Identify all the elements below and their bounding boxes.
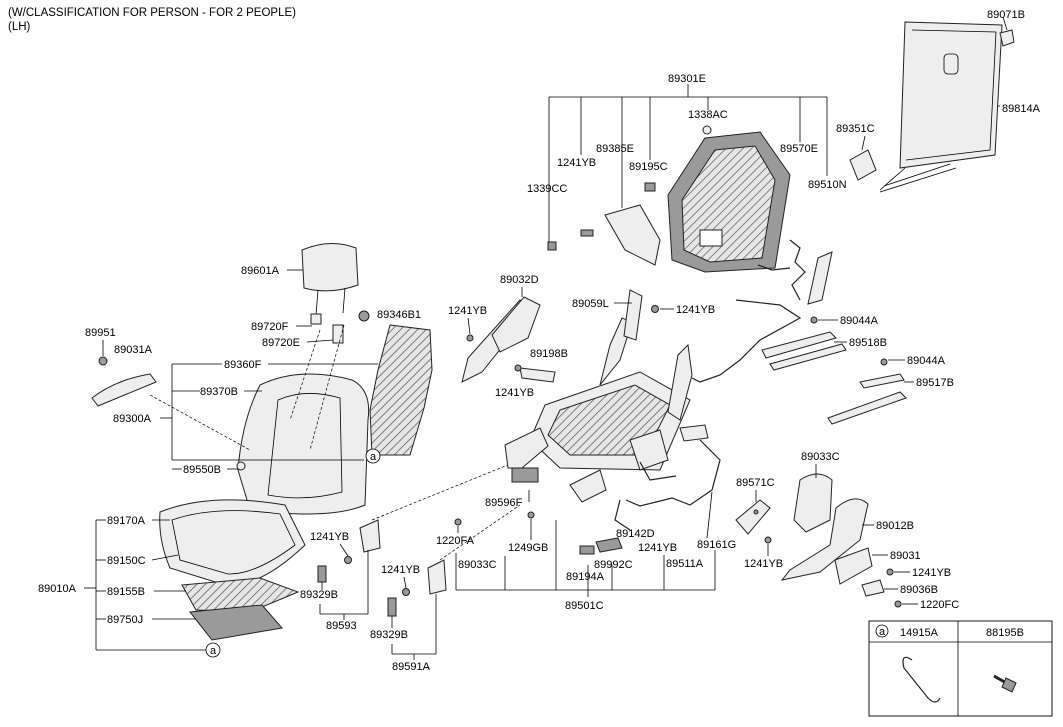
label-89370B: 89370B: [200, 386, 238, 398]
seatback-frame: [547, 125, 833, 305]
label-89195C: 89195C: [629, 161, 668, 173]
seatback-cover-panel: [849, 16, 1015, 193]
label-89351C: 89351C: [836, 123, 875, 135]
label-1241YB-a: 1241YB: [557, 157, 596, 169]
label-1241YB-b: 1241YB: [448, 305, 487, 317]
label-89510N: 89510N: [808, 179, 847, 191]
label-1241YB-f: 1241YB: [638, 542, 677, 554]
header-title: (W/CLASSIFICATION FOR PERSON - FOR 2 PEO…: [8, 7, 296, 19]
label-89517B: 89517B: [916, 377, 954, 389]
header-subtitle: (LH): [8, 21, 31, 33]
label-89059L: 89059L: [572, 298, 609, 310]
label-89142D: 89142D: [616, 528, 655, 540]
callout-a-bottom-label: a: [210, 645, 217, 657]
seatback-cushion: [236, 373, 370, 515]
label-1241YB-i: 1241YB: [381, 564, 420, 576]
screw-89951: [98, 356, 108, 366]
headrest: [301, 243, 370, 344]
label-89161G: 89161G: [697, 539, 736, 551]
label-89033C-a: 89033C: [801, 451, 840, 463]
label-89031A: 89031A: [114, 344, 153, 356]
label-89501C: 89501C: [565, 600, 604, 612]
label-1241YB-h: 1241YB: [912, 567, 951, 579]
part-89992C: [595, 537, 623, 553]
label-1241YB-d: 1241YB: [495, 387, 534, 399]
label-89591A: 89591A: [392, 661, 431, 673]
label-89044A-a: 89044A: [840, 315, 879, 327]
label-89518B: 89518B: [849, 337, 887, 349]
label-89329B-a: 89329B: [300, 589, 338, 601]
backrest-pad: [369, 324, 433, 456]
legend-part-88195B: 88195B: [986, 627, 1024, 639]
bolt-icon-88195B: [993, 674, 1017, 693]
label-89194A: 89194A: [566, 571, 605, 583]
label-89155B: 89155B: [107, 586, 145, 598]
label-89033C-b: 89033C: [458, 559, 497, 571]
seat-cushion: [159, 499, 306, 641]
label-1249GB: 1249GB: [508, 542, 548, 554]
bracket-89501C: [455, 520, 716, 597]
legend-key-circle: [875, 624, 889, 638]
label-1241YB-g: 1241YB: [744, 558, 783, 570]
label-1241YB-c: 1241YB: [676, 304, 715, 316]
label-89044A-b: 89044A: [907, 355, 946, 367]
label-89992C: 89992C: [594, 559, 633, 571]
legend-part-14915A: 14915A: [900, 627, 939, 639]
bracket-89591A: [391, 594, 437, 660]
bracket-89010A: [84, 519, 206, 651]
label-89596F: 89596F: [485, 497, 523, 509]
label-89170A: 89170A: [107, 515, 146, 527]
label-1338AC: 1338AC: [688, 109, 728, 121]
bracket-89301E: [548, 84, 828, 250]
label-89601A: 89601A: [241, 265, 280, 277]
label-1241YB-e: 1241YB: [310, 531, 349, 543]
clip-89071B: [999, 29, 1015, 47]
label-89360F: 89360F: [224, 359, 262, 371]
callout-a-bottom: [205, 642, 221, 658]
clip-icon-14915A: [902, 656, 941, 703]
label-89198B: 89198B: [530, 348, 568, 360]
label-89036B: 89036B: [900, 584, 938, 596]
label-89010A: 89010A: [38, 583, 77, 595]
label-89300A: 89300A: [113, 413, 152, 425]
label-89571C: 89571C: [736, 477, 775, 489]
label-89511A: 89511A: [666, 558, 704, 570]
label-89814A: 89814A: [1002, 103, 1041, 115]
label-89346B1: 89346B1: [377, 309, 421, 321]
label-89570E: 89570E: [780, 143, 818, 155]
label-89720E: 89720E: [262, 337, 300, 349]
label-89150C: 89150C: [107, 555, 146, 567]
label-89031: 89031: [890, 550, 921, 562]
label-89071B: 89071B: [987, 9, 1025, 21]
pad-89351C: [849, 149, 877, 181]
label-89750J: 89750J: [107, 614, 143, 626]
bracket-89300A: [160, 363, 364, 470]
label-1220FA: 1220FA: [436, 535, 475, 547]
label-89032D: 89032D: [500, 274, 539, 286]
label-89385E: 89385E: [596, 143, 634, 155]
armrest-cap-89031A: [91, 373, 157, 407]
label-89593: 89593: [326, 620, 357, 632]
label-89329B-b: 89329B: [370, 629, 408, 641]
part-89194A: [579, 545, 595, 555]
callout-a-top-label: a: [370, 451, 377, 463]
label-89550B: 89550B: [183, 464, 221, 476]
label-1339CC: 1339CC: [527, 183, 567, 195]
side-trim-parts: [735, 473, 902, 608]
label-1220FC: 1220FC: [920, 599, 959, 611]
seat-frame: [461, 289, 721, 531]
callout-a-top: [365, 448, 381, 464]
label-89720F: 89720F: [251, 321, 289, 333]
label-89301E: 89301E: [668, 73, 706, 85]
bracket-89593: [319, 550, 369, 620]
label-89951: 89951: [85, 327, 116, 339]
label-89012B: 89012B: [876, 520, 914, 532]
legend-table: [868, 620, 1053, 717]
legend-key-label: a: [879, 626, 886, 638]
seat-rails: [691, 299, 907, 425]
